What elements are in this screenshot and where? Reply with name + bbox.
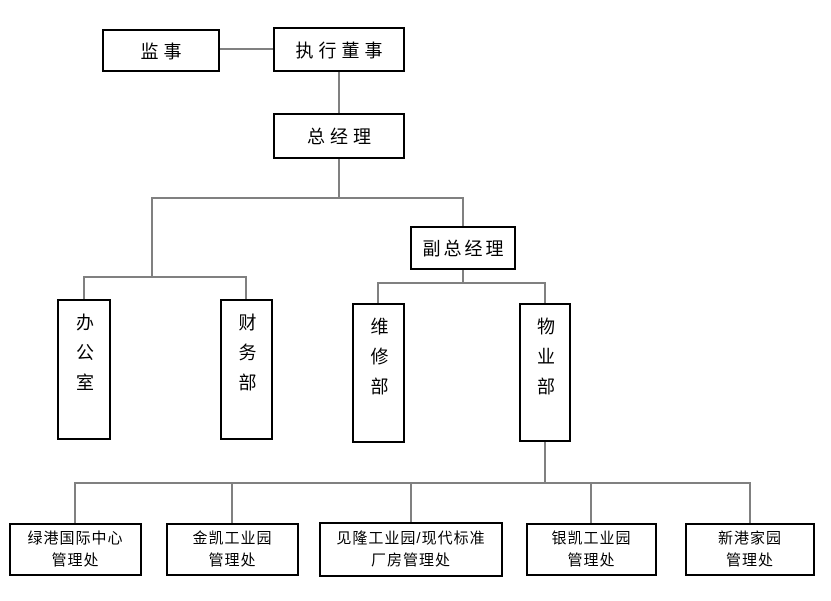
node-management-office-jianlong: 见隆工业园/现代标准 厂房管理处 xyxy=(319,522,503,577)
node-general-manager: 总经理 xyxy=(273,113,405,159)
node-office-label: 办公室 xyxy=(74,313,94,403)
connector-execdir-gm xyxy=(338,72,340,113)
connector-drop-mo2 xyxy=(231,482,233,523)
connector-drop-mo1 xyxy=(74,482,76,523)
connector-gm-branch xyxy=(338,159,340,198)
connector-drop-property xyxy=(544,282,546,303)
node-label-line: 绿港国际中心 xyxy=(27,529,124,547)
node-executive-director: 执行董事 xyxy=(273,27,405,72)
node-office: 办公室 xyxy=(57,299,111,440)
node-property-dept: 物业部 xyxy=(519,303,571,442)
node-property-dept-label: 物业部 xyxy=(535,317,555,407)
connector-supervisor-execdir xyxy=(220,48,273,50)
node-deputy-general-manager-label: 副总经理 xyxy=(422,239,507,259)
connector-drop-office xyxy=(83,276,85,299)
connector-drop-mo5 xyxy=(749,482,751,523)
node-finance-dept-label: 财务部 xyxy=(236,313,257,403)
connector-drop-maintenance xyxy=(377,282,379,303)
node-label-line: 管理处 xyxy=(567,551,616,569)
node-supervisor-label: 监事 xyxy=(140,41,187,62)
node-label-line: 见隆工业园/现代标准 xyxy=(336,529,486,547)
connector-drop-finance xyxy=(245,276,247,299)
node-general-manager-label: 总经理 xyxy=(307,127,376,147)
node-label-line: 金凯工业园 xyxy=(192,529,273,547)
connector-property-bottom xyxy=(544,442,546,483)
node-label-line: 管理处 xyxy=(208,551,257,569)
connector-drop-mo4 xyxy=(590,482,592,523)
node-finance-dept: 财务部 xyxy=(220,299,273,440)
node-supervisor: 监事 xyxy=(102,29,220,72)
node-label-line: 银凯工业园 xyxy=(551,529,632,547)
node-label-line: 厂房管理处 xyxy=(370,551,451,569)
node-management-office-lvgang: 绿港国际中心 管理处 xyxy=(9,523,142,576)
connector-left-branch-drop xyxy=(151,197,153,277)
node-deputy-general-manager: 副总经理 xyxy=(410,226,516,270)
node-label-line: 管理处 xyxy=(725,551,774,569)
node-management-office-yinkai: 银凯工业园 管理处 xyxy=(526,523,657,576)
node-label-line: 管理处 xyxy=(51,551,100,569)
node-management-office-jinkai: 金凯工业园 管理处 xyxy=(166,523,299,576)
connector-gm-branch-horizontal xyxy=(151,197,464,199)
connector-deputy-gm-branch xyxy=(462,270,464,283)
connector-deputy-subbranch xyxy=(377,282,546,284)
node-maintenance-dept: 维修部 xyxy=(352,303,405,443)
node-label-line: 新港家园 xyxy=(717,529,782,547)
node-maintenance-dept-label: 维修部 xyxy=(368,317,389,407)
connector-left-subbranch xyxy=(83,276,247,278)
node-management-office-xingang: 新港家园 管理处 xyxy=(685,523,815,576)
connector-drop-deputy-gm xyxy=(462,197,464,227)
connector-bottom-branch xyxy=(74,482,751,484)
node-executive-director-label: 执行董事 xyxy=(295,40,388,61)
connector-drop-mo3 xyxy=(410,482,412,523)
